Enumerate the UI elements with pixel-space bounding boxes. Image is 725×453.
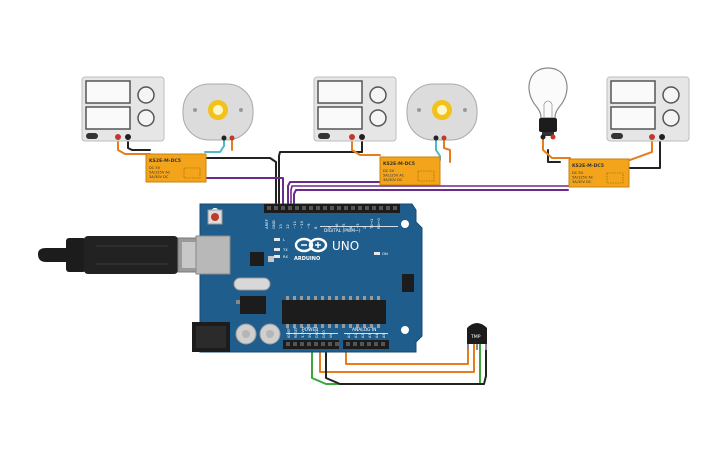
svg-text:A0: A0 bbox=[347, 334, 351, 338]
svg-text:~9: ~9 bbox=[306, 223, 311, 229]
terminal-negative bbox=[125, 134, 131, 140]
pin-label-gnd: GND bbox=[271, 220, 276, 229]
svg-text:5A/125V AC: 5A/125V AC bbox=[383, 174, 405, 178]
wire-orange-motor2 bbox=[443, 139, 451, 163]
digital-header-label: DIGITAL (PWM~) bbox=[324, 228, 361, 234]
svg-text:A2: A2 bbox=[361, 334, 365, 338]
svg-text:3A/30V DC: 3A/30V DC bbox=[383, 178, 403, 182]
svg-text:DC 5V: DC 5V bbox=[149, 166, 161, 170]
dc-motor-1 bbox=[182, 83, 254, 141]
relay-model: KS2E-M-DC5 bbox=[383, 161, 415, 167]
wire-purple-relay1 bbox=[204, 177, 284, 206]
svg-text:5A/125V AC: 5A/125V AC bbox=[149, 171, 171, 175]
svg-text:13: 13 bbox=[278, 224, 283, 229]
svg-text:A4: A4 bbox=[375, 334, 379, 338]
wire-orange-supply2 bbox=[351, 139, 381, 156]
svg-text:Vin: Vin bbox=[329, 333, 333, 338]
svg-text:7: 7 bbox=[327, 226, 332, 229]
svg-text:IOREF: IOREF bbox=[287, 328, 291, 338]
power-switch[interactable] bbox=[86, 133, 98, 139]
wire-purple-relay2 bbox=[287, 181, 381, 206]
svg-text:3.3V: 3.3V bbox=[301, 330, 305, 338]
board-brand: ARDUINO bbox=[294, 256, 320, 262]
svg-text:RX←0: RX←0 bbox=[376, 218, 381, 229]
arduino-logo bbox=[294, 237, 328, 253]
light-bulb bbox=[528, 67, 568, 140]
wires bbox=[117, 137, 661, 385]
relay-3: KS2E-M-DC5 DC 5V 5A/125V AC 3A/30V DC bbox=[568, 158, 630, 188]
relay-2: KS2E-M-DC5 DC 5V 5A/125V AC 3A/30V DC bbox=[379, 156, 441, 186]
svg-text:5V: 5V bbox=[308, 333, 312, 338]
sensor-label: TMP bbox=[470, 334, 481, 340]
voltage-knob[interactable] bbox=[662, 86, 680, 104]
power-supply-1 bbox=[81, 76, 165, 142]
current-knob[interactable] bbox=[662, 109, 680, 127]
wire-orange-lamp bbox=[542, 137, 571, 159]
analog-header bbox=[343, 340, 389, 349]
svg-text:GND: GND bbox=[315, 330, 319, 338]
power-supply-3 bbox=[606, 76, 690, 142]
wire-black-relay2 bbox=[278, 151, 363, 206]
on-led-label: ON bbox=[382, 251, 388, 256]
svg-text:RX: RX bbox=[283, 255, 288, 259]
arduino-uno-board: AREF GND 13 12 ~11 ~10 ~9 8 7 ~6 ~5 4 ~3… bbox=[192, 203, 423, 353]
usb-port bbox=[195, 235, 231, 275]
power-switch[interactable] bbox=[318, 133, 330, 139]
current-knob[interactable] bbox=[137, 109, 155, 127]
power-header-label: POWER bbox=[302, 327, 318, 333]
svg-text:3A/30V DC: 3A/30V DC bbox=[149, 175, 169, 179]
atmega-chip bbox=[282, 300, 386, 324]
wire-orange-supply1 bbox=[117, 139, 151, 155]
svg-text:DC 5V: DC 5V bbox=[383, 169, 395, 173]
pin-label-aref: AREF bbox=[264, 219, 269, 229]
wire-purple-relay3b bbox=[290, 185, 569, 206]
svg-text:TX→1: TX→1 bbox=[369, 218, 374, 230]
svg-text:~5: ~5 bbox=[341, 223, 346, 229]
svg-text:DC 5V: DC 5V bbox=[572, 171, 584, 175]
wire-orange-supply3 bbox=[629, 139, 653, 161]
svg-text:~6: ~6 bbox=[334, 223, 339, 229]
terminal-positive bbox=[115, 134, 121, 140]
wire-teal-motor1 bbox=[204, 139, 225, 153]
voltage-knob[interactable] bbox=[369, 86, 387, 104]
analog-header-label: ANALOG IN bbox=[352, 327, 376, 333]
svg-text:~11: ~11 bbox=[292, 220, 297, 229]
power-switch[interactable] bbox=[611, 133, 623, 139]
wire-green-sensor-gnd bbox=[311, 343, 481, 385]
wire-black-sensor-gnd bbox=[325, 343, 487, 385]
svg-text:8: 8 bbox=[313, 226, 318, 229]
svg-text:~10: ~10 bbox=[299, 220, 304, 229]
svg-text:~3: ~3 bbox=[355, 223, 360, 229]
svg-text:3A/30V DC: 3A/30V DC bbox=[572, 180, 592, 184]
svg-text:5A/125V AC: 5A/125V AC bbox=[572, 176, 594, 180]
wire-orange-sensor-vcc bbox=[319, 343, 475, 373]
svg-text:4: 4 bbox=[348, 226, 353, 229]
svg-text:RESET: RESET bbox=[294, 326, 298, 338]
svg-text:A5: A5 bbox=[382, 334, 386, 338]
svg-text:GND: GND bbox=[322, 330, 326, 338]
voltage-knob[interactable] bbox=[137, 86, 155, 104]
board-model: UNO bbox=[332, 239, 359, 253]
svg-text:L: L bbox=[283, 238, 285, 242]
wire-black-supply1 bbox=[127, 139, 151, 151]
temperature-sensor: TMP bbox=[467, 323, 487, 350]
current-knob[interactable] bbox=[369, 109, 387, 127]
wire-black-relay1 bbox=[204, 157, 277, 206]
svg-text:12: 12 bbox=[285, 224, 290, 229]
svg-text:2: 2 bbox=[362, 226, 367, 229]
relay-model: KS2E-M-DC5 bbox=[572, 163, 604, 169]
wire-orange-sensor-signal bbox=[345, 343, 469, 365]
power-supply-2 bbox=[313, 76, 397, 142]
relay-model: KS2E-M-DC5 bbox=[149, 158, 181, 164]
svg-text:A1: A1 bbox=[354, 334, 358, 338]
svg-text:A3: A3 bbox=[368, 334, 372, 338]
relay-1: KS2E-M-DC5 DC 5V 5A/125V AC 3A/30V DC bbox=[145, 153, 207, 183]
wire-purple-relay3 bbox=[293, 189, 569, 206]
dc-motor-2 bbox=[406, 83, 478, 141]
svg-text:TX: TX bbox=[282, 248, 288, 252]
